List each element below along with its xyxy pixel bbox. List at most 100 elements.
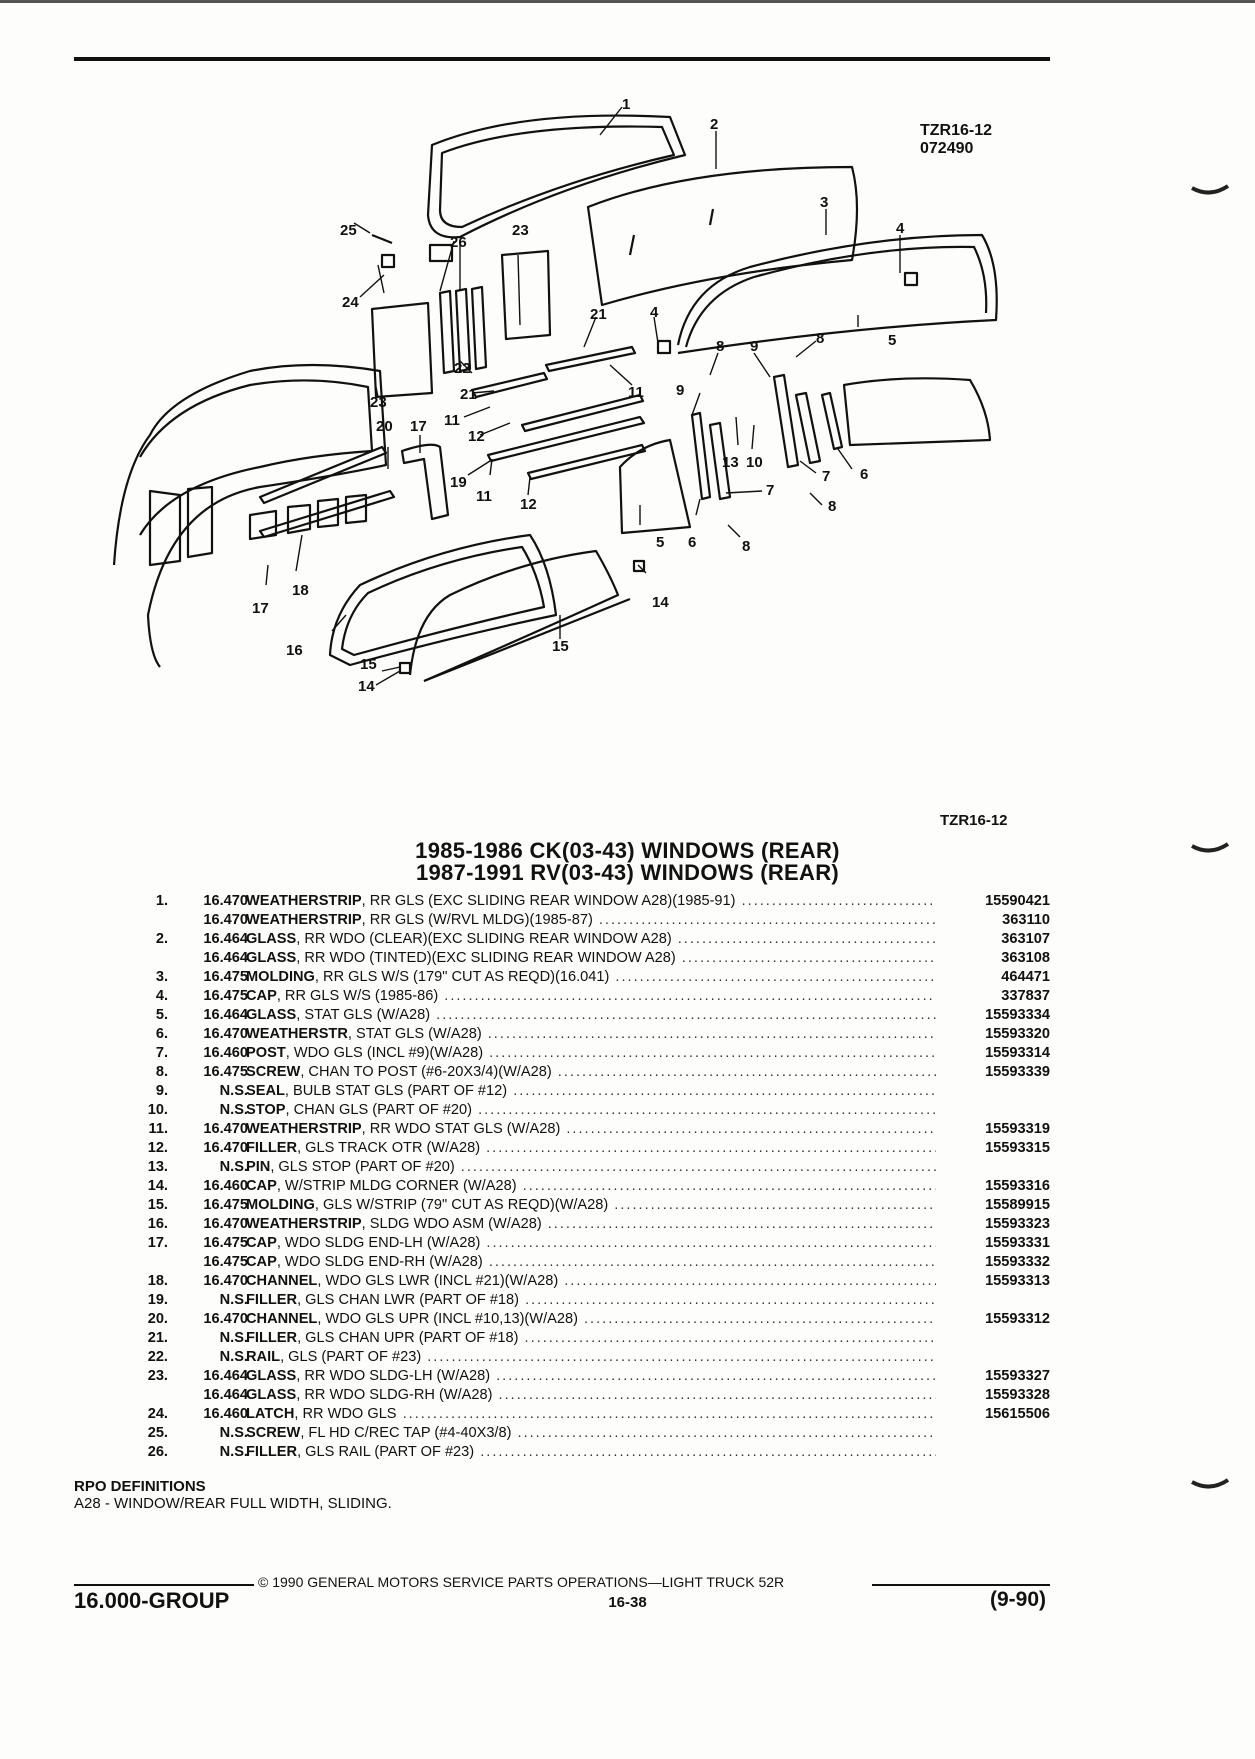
part-description: FILLER, GLS RAIL (PART OF #23) .........… [246, 1444, 936, 1460]
part-group-number: N.S. [219, 1292, 248, 1308]
leader-dots: ........................................… [421, 1349, 936, 1365]
rear-glass-molding [676, 233, 998, 355]
callout-22: 22 [454, 360, 471, 377]
callout-12: 12 [520, 496, 537, 513]
part-index: 6. [155, 1026, 168, 1042]
footer-rule-left [74, 1584, 250, 1586]
part-index: 25. [147, 1425, 168, 1441]
part-detail: , WDO SLDG END-RH (W/A28) [276, 1254, 483, 1270]
part-index: 16. [147, 1216, 168, 1232]
part-group-number: 16.470 [203, 893, 248, 909]
part-number: 337837 [1001, 988, 1050, 1004]
lower-channel [258, 489, 396, 539]
callout-17: 17 [252, 600, 269, 617]
part-index: 18. [147, 1273, 168, 1289]
leader-dots: ........................................… [517, 1425, 936, 1441]
leader-dots: ........................................… [487, 1026, 936, 1042]
binder-hole-mark [1191, 184, 1230, 195]
part-number: 363108 [1001, 950, 1050, 966]
callout-8: 8 [716, 338, 724, 355]
callout-4: 4 [650, 304, 659, 321]
part-number: 15593339 [985, 1064, 1050, 1080]
part-name: RAIL [246, 1349, 281, 1365]
group-number: 16.000-GROUP [74, 1588, 230, 1613]
title-line-1: 1985-1986 CK(03-43) WINDOWS (REAR) [415, 838, 840, 863]
part-description: MOLDING, RR GLS W/S (179" CUT AS REQD)(1… [246, 969, 936, 985]
part-description: WEATHERSTRIP, RR WDO STAT GLS (W/A28) ..… [246, 1121, 936, 1137]
part-index: 15. [147, 1197, 168, 1213]
part-name: WEATHERSTRIP [246, 912, 362, 928]
part-index: 22. [147, 1349, 168, 1365]
leader-dots: ........................................… [547, 1216, 936, 1232]
callout-numbers: 1 2 3 4 4 5 5 6 6 7 7 8 8 8 8 9 9 10 11 … [252, 96, 905, 695]
part-description: MOLDING, GLS W/STRIP (79" CUT AS REQD)(W… [246, 1197, 936, 1213]
part-row: 10.N.S.STOP, CHAN GLS (PART OF #20) ....… [110, 1102, 1050, 1121]
part-group-number: 16.464 [203, 931, 248, 947]
leader-dots: ........................................… [396, 1406, 936, 1422]
part-detail: , RR GLS W/S (179" CUT AS REQD)(16.041) [314, 969, 610, 985]
part-name: POST [246, 1045, 286, 1061]
part-detail: , FL HD C/REC TAP (#4-40X3/8) [300, 1425, 512, 1441]
part-number: 15593328 [985, 1387, 1050, 1403]
leader-dots: ........................................… [564, 1273, 936, 1289]
callout-26: 26 [450, 234, 467, 251]
leader-dots: ........................................… [615, 969, 936, 985]
part-name: CHANNEL [246, 1273, 318, 1289]
part-index: 19. [147, 1292, 168, 1308]
callout-8: 8 [742, 538, 750, 555]
leader-dots: ........................................… [478, 1102, 936, 1118]
callout-6: 6 [688, 534, 696, 551]
part-detail: , GLS STOP (PART OF #20) [270, 1159, 455, 1175]
part-row: 21.N.S.FILLER, GLS CHAN UPR (PART OF #18… [110, 1330, 1050, 1349]
part-description: LATCH, RR WDO GLS ......................… [246, 1406, 936, 1422]
callout-14: 14 [652, 594, 669, 611]
part-description: WEATHERSTRIP, RR GLS (W/RVL MLDG)(1985-8… [246, 912, 936, 928]
callout-16: 16 [286, 642, 303, 659]
callout-21: 21 [460, 386, 477, 403]
part-description: FILLER, GLS CHAN LWR (PART OF #18) .....… [246, 1292, 936, 1308]
part-description: CAP, W/STRIP MLDG CORNER (W/A28) .......… [246, 1178, 936, 1194]
part-group-number: N.S. [219, 1425, 248, 1441]
part-description: WEATHERSTRIP, RR GLS (EXC SLIDING REAR W… [246, 893, 936, 909]
part-description: WEATHERSTRIP, SLDG WDO ASM (W/A28) .....… [246, 1216, 936, 1232]
part-number: 15593327 [985, 1368, 1050, 1384]
part-row: 9.N.S.SEAL, BULB STAT GLS (PART OF #12) … [110, 1083, 1050, 1102]
exploded-parts-diagram: 1 2 3 4 4 5 5 6 6 7 7 8 8 8 8 9 9 10 11 … [110, 95, 1030, 775]
diagram-code: TZR16-12 [920, 122, 993, 139]
part-index: 2. [155, 931, 168, 947]
part-number: 15593314 [985, 1045, 1050, 1061]
part-group-number: N.S. [219, 1159, 248, 1175]
callout-2: 2 [710, 116, 718, 133]
part-number: 15593332 [985, 1254, 1050, 1270]
title-line-2: 1987-1991 RV(03-43) WINDOWS (REAR) [415, 860, 840, 885]
callout-11: 11 [476, 488, 492, 505]
part-description: WEATHERSTR, STAT GLS (W/A28) ...........… [246, 1026, 936, 1042]
part-name: GLASS [246, 931, 297, 947]
leader-dots: ........................................… [488, 1254, 936, 1270]
part-name: LATCH [246, 1406, 295, 1422]
part-group-number: 16.460 [203, 1406, 248, 1422]
part-name: STOP [246, 1102, 286, 1118]
binder-hole-mark [1191, 1478, 1230, 1489]
cap-14 [632, 559, 646, 573]
part-group-number: 16.475 [203, 1235, 248, 1251]
part-detail: , RR WDO SLDG-LH (W/A28) [296, 1368, 491, 1384]
part-name: WEATHERSTRIP [246, 1121, 362, 1137]
callout-3: 3 [820, 194, 828, 211]
part-group-number: 16.475 [203, 1197, 248, 1213]
part-number: 15593312 [985, 1311, 1050, 1327]
part-detail: , STAT GLS (W/A28) [347, 1026, 482, 1042]
part-group-number: 16.475 [203, 969, 248, 985]
leader-dots: ........................................… [480, 1444, 936, 1460]
part-index: 21. [147, 1330, 168, 1346]
callout-11: 11 [628, 384, 644, 401]
callout-15: 15 [552, 638, 569, 655]
part-name: MOLDING [246, 969, 315, 985]
